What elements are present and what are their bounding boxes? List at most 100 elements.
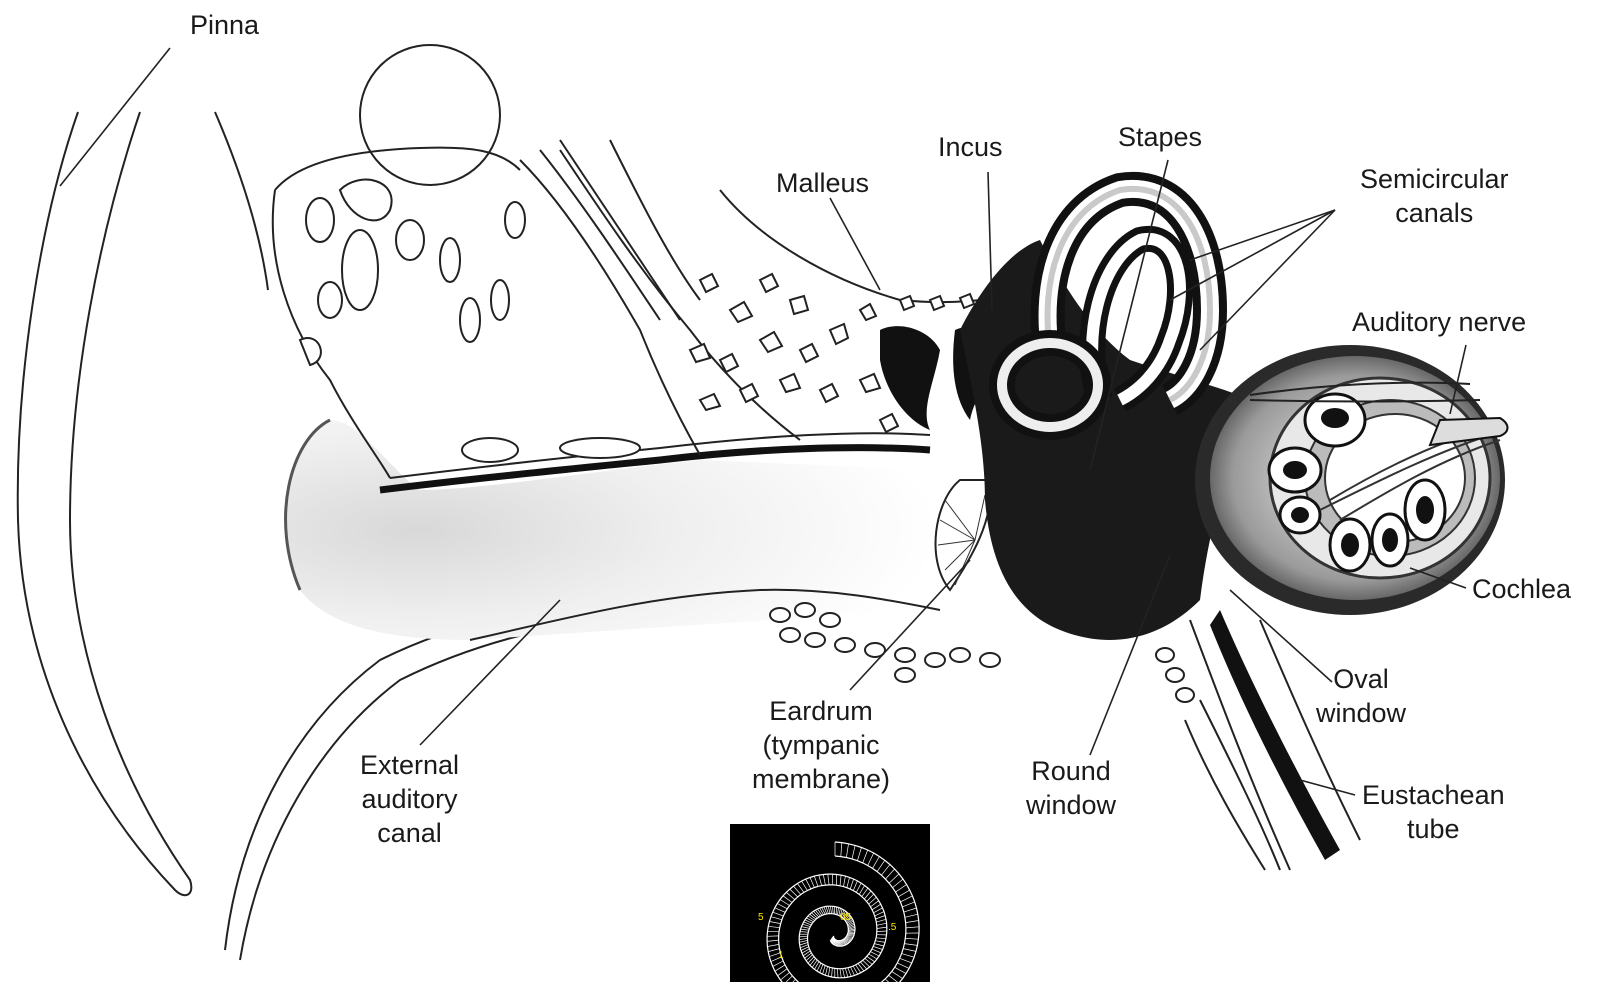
spiral-tick: [874, 908, 883, 913]
spiral-tick: [897, 963, 909, 969]
label-pinna: Pinna: [190, 8, 259, 42]
spiral-tick: [876, 916, 886, 920]
spiral-tick: [875, 941, 885, 943]
spiral-tick: [808, 916, 815, 921]
round-window-text-2: window: [1026, 788, 1116, 822]
spiral-tick: [777, 904, 787, 909]
spiral-tick: [906, 921, 919, 923]
inset-number-bottom: 1: [778, 950, 784, 961]
spiral-tick: [876, 919, 886, 922]
spiral-tick: [840, 875, 841, 886]
spiral-tick: [802, 881, 808, 890]
spiral-tick: [846, 844, 848, 858]
spiral-tick: [803, 924, 811, 926]
cochlea-text: Cochlea: [1472, 572, 1571, 606]
label-auditory-nerve: Auditory nerve: [1352, 305, 1526, 339]
label-malleus: Malleus: [776, 166, 869, 200]
spiral-tick: [810, 914, 816, 919]
spiral-tick: [896, 885, 907, 893]
spiral-tick: [863, 850, 868, 863]
spiral-tick: [856, 883, 861, 892]
spiral-tick: [857, 848, 861, 861]
spiral-tick: [767, 944, 779, 946]
spiral-tick: [850, 879, 853, 889]
spiral-tick: [859, 886, 864, 895]
spiral-tick: [875, 912, 884, 916]
spiral-tick: [781, 972, 790, 980]
spiral-tick: [802, 927, 810, 929]
spiral-tick: [845, 968, 848, 977]
spiral-tick: [800, 932, 808, 933]
spiral-tick: [768, 931, 780, 932]
spiral-tick: [841, 843, 842, 857]
spiral-tick: [771, 917, 782, 920]
eardrum-text-3: membrane): [752, 762, 890, 796]
spiral-tick: [874, 944, 884, 946]
round-window-text-1: Round: [1026, 754, 1116, 788]
spiral-tick: [851, 967, 855, 975]
spiral-tick: [790, 889, 798, 897]
spiral-tick: [885, 869, 894, 879]
spiral-tick: [794, 886, 801, 894]
spiral-tick: [820, 964, 823, 972]
semicircular-text-1: Semicircular: [1360, 162, 1509, 196]
inset-number-right: .5: [888, 922, 896, 933]
label-stapes: Stapes: [1118, 120, 1202, 154]
spiral-tick: [784, 976, 793, 982]
spiral-tick: [773, 912, 784, 916]
spiral-tick: [893, 879, 904, 888]
semicircular-text-2: canals: [1360, 196, 1509, 230]
spiral-tick: [799, 940, 807, 942]
spiral-tick: [838, 908, 839, 915]
label-eustachean-tube: Eustachean tube: [1362, 778, 1505, 846]
spiral-tick: [837, 969, 838, 978]
spiral-tick: [840, 969, 841, 978]
spiral-tick: [833, 906, 834, 914]
spiral-tick: [828, 874, 829, 885]
spiral-tick: [905, 938, 918, 939]
spiral-tick: [820, 908, 824, 915]
spiral-tick: [876, 938, 886, 939]
spiral-tick: [801, 929, 809, 930]
spiral-tick: [825, 967, 827, 976]
spiral-tick: [808, 957, 814, 963]
spiral-tick: [906, 927, 919, 928]
spiral-tick: [799, 936, 807, 937]
bone-air-cells: [300, 180, 640, 462]
pinna-text: Pinna: [190, 8, 259, 42]
spiral-tick: [778, 969, 788, 976]
spiral-tick: [848, 968, 851, 977]
eustachean-text-1: Eustachean: [1362, 778, 1505, 812]
spiral-tick: [873, 857, 880, 869]
auditory-nerve-text: Auditory nerve: [1352, 305, 1526, 339]
label-eardrum: Eardrum (tympanic membrane): [752, 694, 890, 796]
spiral-tick: [799, 938, 807, 939]
spiral-tick: [812, 913, 818, 918]
spiral-tick: [832, 874, 833, 885]
spiral-tick: [872, 949, 881, 953]
spiral-tick: [786, 892, 795, 899]
spiral-tick: [828, 967, 829, 976]
spiral-tick: [832, 968, 833, 977]
spiral-tick: [902, 902, 914, 907]
spiral-tick: [898, 890, 910, 897]
spiral-tick: [868, 853, 874, 866]
stapes-text: Stapes: [1118, 120, 1202, 154]
cochlea-spiral-inset: 5 05 .5 1: [730, 824, 930, 982]
spiral-tick: [889, 975, 899, 982]
eustachean-tube-shape: [1210, 610, 1340, 860]
external-canal-text-3: canal: [360, 816, 459, 850]
spiral-tick: [800, 943, 808, 946]
spiral-tick: [823, 875, 825, 886]
spiral-tick: [848, 932, 855, 933]
spiral-tick: [889, 874, 899, 883]
spiral-tick: [904, 944, 917, 946]
spiral-tick: [877, 931, 887, 932]
malleus-text: Malleus: [776, 166, 869, 200]
eustachean-text-2: tube: [1362, 812, 1505, 846]
spiral-tick: [844, 876, 846, 887]
spiral-tick: [877, 927, 887, 928]
spiral-tick: [828, 906, 830, 913]
spiral-tick: [769, 922, 780, 924]
inset-number-center: 05: [840, 912, 851, 923]
